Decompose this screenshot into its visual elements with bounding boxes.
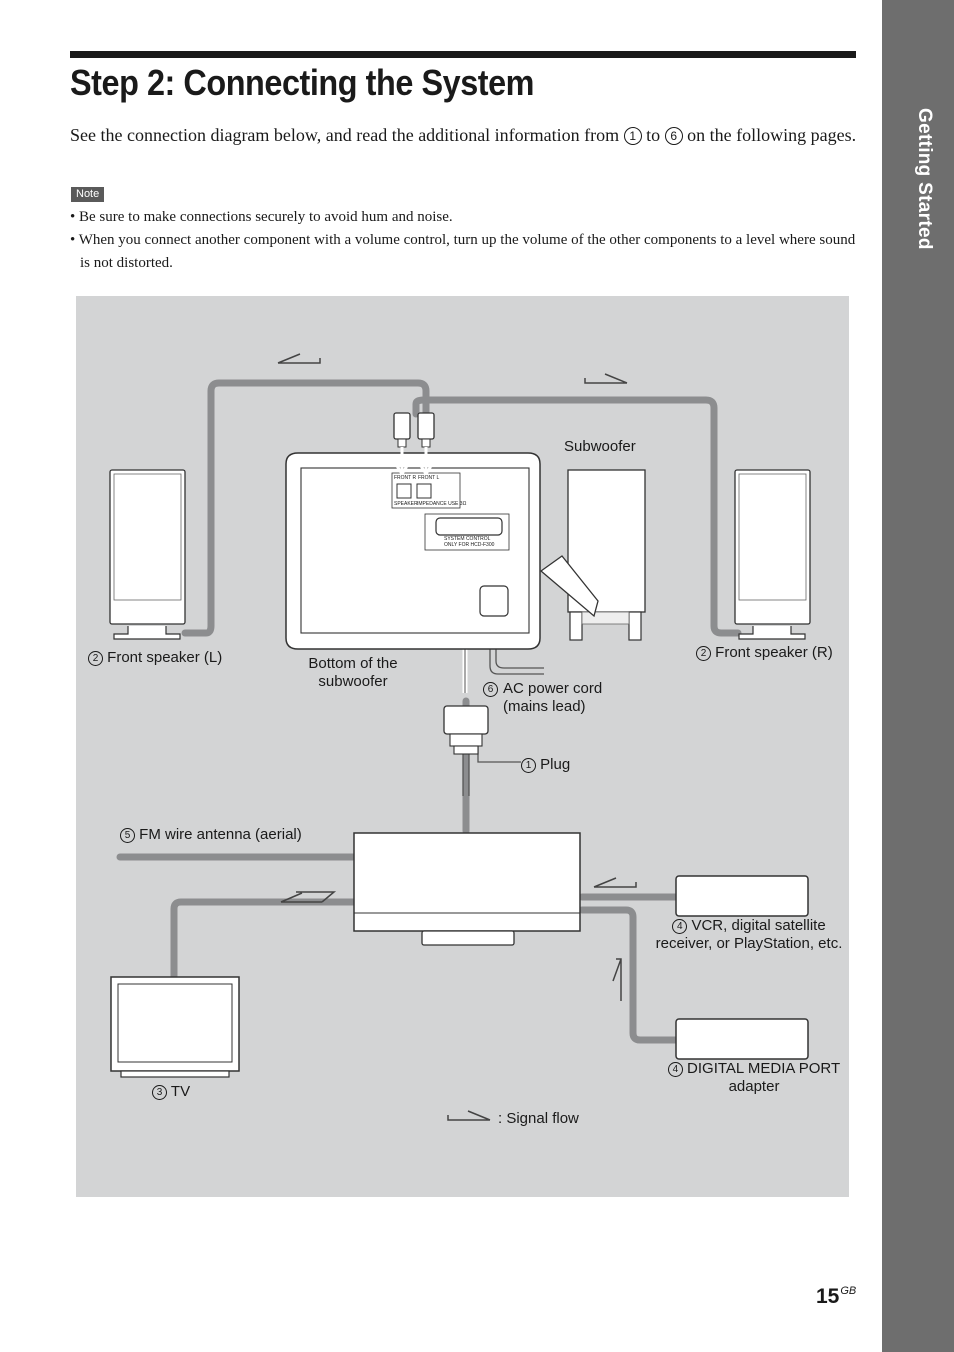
signal-arrow <box>277 353 321 364</box>
subwoofer-label: Subwoofer <box>564 438 636 455</box>
front-right-text: Front speaker (R) <box>715 644 833 661</box>
page-number-suffix: GB <box>840 1285 857 1297</box>
dmport-text: DIGITAL MEDIA PORT adapter <box>687 1060 841 1095</box>
front-left-number: 2 <box>88 651 103 666</box>
intro-text-mid: to <box>646 125 661 145</box>
front-left-label: 2 Front speaker (L) <box>88 649 222 667</box>
front-right-number: 2 <box>696 646 711 661</box>
subwoofer-bottom-panel <box>285 452 541 650</box>
signal-arrow <box>612 958 622 1001</box>
note-item: • When you connect another component wit… <box>70 232 856 271</box>
vcr-text: VCR, digital satellite receiver, or Play… <box>655 917 843 952</box>
signal-flow-label: : Signal flow <box>498 1110 579 1127</box>
ac-power-cord <box>489 596 544 675</box>
intro-text-after: on the following pages. <box>687 125 857 145</box>
ac-cord-text: AC power cord (mains lead) <box>503 680 603 715</box>
plug-number: 1 <box>521 758 536 773</box>
page-number-value: 15 <box>816 1285 840 1308</box>
panel-label-system-control: SYSTEM CONTROL <box>444 536 491 542</box>
note-item-text: Be sure to make connections securely to … <box>79 209 453 225</box>
section-tab-label: Getting Started <box>914 108 935 250</box>
note-item-text: When you connect another component with … <box>78 232 856 271</box>
tv-text: TV <box>170 1083 191 1100</box>
ac-cord-label: 6 <box>483 680 498 698</box>
title-rule <box>70 51 856 58</box>
fm-antenna-label: 5 FM wire antenna (aerial) <box>120 826 302 844</box>
dmport-label: 4 DIGITAL MEDIA PORT adapter <box>656 1060 852 1096</box>
vcr-box <box>675 875 809 917</box>
signal-arrow <box>584 373 628 384</box>
page-number: 15GB <box>816 1285 856 1309</box>
magnifier-link <box>539 555 599 618</box>
tv-label: 3 TV <box>152 1083 190 1101</box>
connection-diagram: FRONT R FRONT L SPEAKER IMPEDANCE USE 3Ω… <box>76 296 849 1197</box>
front-speaker-right <box>734 469 811 640</box>
note-list: • Be sure to make connections securely t… <box>70 206 860 275</box>
plug-label: 1 Plug <box>521 756 570 774</box>
speaker-plugs <box>393 412 435 477</box>
intro-text-before: See the connection diagram below, and re… <box>70 125 620 145</box>
front-speaker-left <box>109 469 186 640</box>
vcr-label: 4 VCR, digital satellite receiver, or Pl… <box>646 917 852 953</box>
tv-number: 3 <box>152 1085 167 1100</box>
ac-cord-number: 6 <box>483 682 498 697</box>
tv-set <box>110 976 240 1078</box>
intro-from-number: 1 <box>623 127 642 145</box>
system-control-plug <box>443 705 489 755</box>
signal-arrow <box>280 891 337 903</box>
vcr-number: 4 <box>672 919 688 934</box>
front-left-text: Front speaker (L) <box>107 649 223 666</box>
dmport-number: 4 <box>667 1062 683 1077</box>
section-tab <box>882 0 954 1352</box>
note-item: • Be sure to make connections securely t… <box>70 209 453 225</box>
intro-paragraph: See the connection diagram below, and re… <box>70 123 860 147</box>
bottom-of-subwoofer-label: Bottom of the subwoofer <box>308 655 398 690</box>
panel-label-front-l: FRONT L <box>418 475 440 481</box>
panel-label-impedance: IMPEDANCE USE 3Ω <box>417 501 467 507</box>
subwoofer-unit <box>567 469 646 641</box>
fm-antenna-text: FM wire antenna (aerial) <box>139 826 302 843</box>
panel-label-only-for: ONLY FOR HCD-F300 <box>444 542 495 548</box>
connection-diagram-drawing <box>109 353 811 1121</box>
plug-text: Plug <box>540 756 571 773</box>
dmport-box <box>675 1018 809 1060</box>
panel-label-speaker: SPEAKER <box>394 501 418 507</box>
intro-to-number: 6 <box>664 127 683 145</box>
signal-arrow <box>593 877 637 888</box>
fm-antenna-number: 5 <box>120 828 135 843</box>
signal-flow-legend-arrow <box>447 1110 491 1121</box>
page-title: Step 2: Connecting the System <box>70 62 535 103</box>
main-unit <box>353 832 581 946</box>
panel-label-front-r: FRONT R <box>394 475 417 481</box>
note-badge: Note <box>71 187 105 202</box>
front-right-label: 2 Front speaker (R) <box>696 644 833 662</box>
